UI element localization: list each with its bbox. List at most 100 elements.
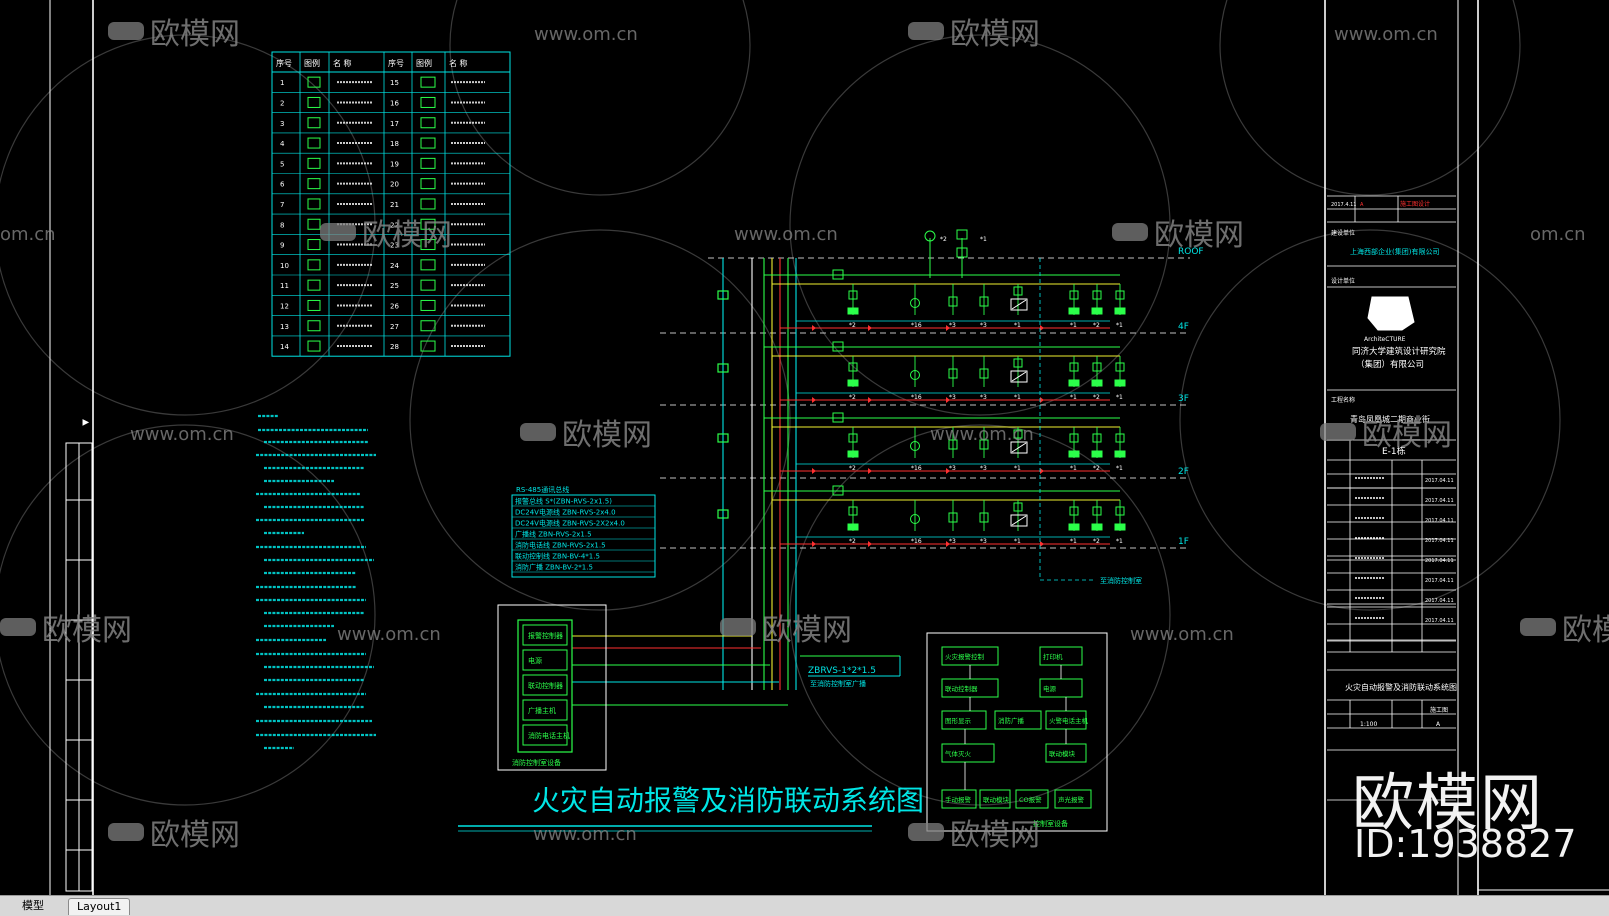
cable-legend: RS-485通讯总线 报警总线 S*(ZBN-RVS-2x1.5)DC24V电源…: [511, 485, 656, 578]
legend-symbol: [420, 178, 436, 190]
watermark-brand: 欧模网: [1154, 218, 1244, 253]
tb-staff-date: 2017.04.11: [1425, 518, 1454, 524]
device-count: *1: [1116, 394, 1123, 401]
tongji-logo-icon: [1367, 296, 1415, 331]
panel-box: [1054, 789, 1092, 809]
speaker-icon: [1010, 441, 1028, 454]
cabinet-module-label: 联动控制器: [528, 681, 563, 690]
device-count: *2: [849, 322, 856, 329]
tb-designer-name-2: （集团）有限公司: [1356, 359, 1424, 370]
tb-client-label: 建设单位: [1331, 229, 1355, 237]
watermark-site: www.om.cn: [130, 424, 234, 445]
device-count: *16: [911, 322, 922, 329]
legend-row-number: 19: [390, 160, 399, 168]
alarm-device-icon: [1068, 450, 1080, 458]
legend-symbol: [307, 117, 321, 129]
legend-symbol: [420, 299, 436, 311]
alarm-device-icon: [1091, 379, 1103, 387]
panel-box-label: 图形显示: [945, 717, 972, 725]
legend-row-number: 23: [390, 242, 399, 250]
legend-row-number: 4: [280, 140, 285, 148]
cable-legend-header: RS-485通讯总线: [516, 485, 569, 494]
tab-model[interactable]: 模型: [14, 898, 52, 914]
legend-symbol: [420, 239, 436, 251]
device-count: *3: [949, 538, 956, 545]
tab-layout1[interactable]: Layout1: [68, 898, 131, 915]
legend-symbol: [420, 96, 436, 108]
tb-staff-date: 2017.04.11: [1425, 558, 1454, 564]
watermark-sofa-icon: [320, 223, 356, 241]
legend-symbol: [307, 320, 321, 332]
panel-box-label: 电源: [1043, 684, 1057, 693]
cabinet-module-label: 报警控制器: [528, 631, 563, 640]
control-room-footer: 消防控制室设备: [512, 758, 561, 767]
legend-row-number: 16: [390, 99, 399, 107]
module-icon: [1013, 286, 1023, 296]
alarm-device-icon: [1091, 307, 1103, 315]
floor-label: 3F: [1178, 394, 1189, 404]
legend-symbol: [307, 178, 321, 190]
equipment-panel-footer: 控制室设备: [1033, 819, 1068, 828]
panel-box: [994, 710, 1042, 730]
device-count: *16: [911, 538, 922, 545]
device-count: *2: [849, 538, 856, 545]
equipment-panel: 火灾报警控制打印机联动控制器电源图形显示消防广播火警电话主机气体灭火联动模块手动…: [926, 632, 1108, 832]
watermark-brand-large: 欧模网: [1352, 766, 1545, 839]
device-count: *1: [1070, 465, 1077, 472]
panel-box-label: 消防广播: [998, 716, 1025, 725]
device-count: *2: [1093, 394, 1100, 401]
module-icon: [848, 433, 858, 443]
watermark-brand: 欧模网: [950, 818, 1040, 853]
legend-symbol: [420, 76, 436, 88]
device-count: *16: [911, 465, 922, 472]
module-icon: [1092, 362, 1102, 372]
legend-row-number: 24: [390, 262, 399, 270]
manual-alarm-icon: [979, 439, 989, 450]
legend-symbol: [307, 76, 321, 88]
module-icon: [1115, 362, 1125, 372]
watermark-circles: [0, 0, 1561, 806]
panel-box: [941, 710, 987, 730]
legend-row-number: 1: [280, 79, 284, 87]
cabinet-module-label: 消防电话主机: [528, 731, 570, 740]
module-icon: [1069, 362, 1079, 372]
alarm-device-icon: [1114, 450, 1126, 458]
device-count: *1: [1070, 322, 1077, 329]
watermark-sofa-icon: [908, 22, 944, 40]
cable-legend-row: 报警总线 S*(ZBN-RVS-2x1.5): [515, 497, 612, 506]
device-count: *2: [940, 236, 947, 243]
alarm-device-icon: [1091, 450, 1103, 458]
legend-row-number: 21: [390, 201, 399, 209]
tb-scale: 1:100: [1360, 721, 1377, 728]
cabinet-module: [522, 724, 568, 746]
legend-row-number: 14: [280, 343, 289, 351]
alarm-device-icon: [1068, 307, 1080, 315]
to-control-room-text: 至消防控制室: [1100, 576, 1142, 585]
legend-symbol: [420, 137, 436, 149]
manual-alarm-icon: [948, 512, 958, 523]
smoke-detector-icon: [910, 441, 920, 451]
module-icon: [1092, 433, 1102, 443]
manual-alarm-icon: [979, 296, 989, 307]
panel-box: [941, 789, 977, 809]
legend-row-number: 15: [390, 79, 399, 87]
legend-symbol: [420, 320, 436, 332]
watermark-id: ID:1938827: [1354, 822, 1577, 866]
watermark-brand: 欧模网: [762, 613, 852, 648]
module-icon: [848, 506, 858, 516]
module-icon: [956, 247, 968, 258]
speaker-icon: [1010, 370, 1028, 383]
tb-subitem: E-1栋: [1382, 445, 1406, 457]
alarm-device-icon: [847, 450, 859, 458]
watermark-site: om.cn: [0, 224, 56, 245]
alarm-device-icon: [847, 307, 859, 315]
module-icon: [1069, 433, 1079, 443]
tb-staff-date: 2017.04.11: [1425, 478, 1454, 484]
watermark-sofa-icon: [1520, 618, 1556, 636]
watermark-sofa-icon: [520, 423, 556, 441]
watermark-brand: 欧模网: [150, 818, 240, 853]
legend-row-number: 20: [390, 181, 399, 189]
floor-label: 1F: [1178, 537, 1189, 547]
watermark-site: www.om.cn: [337, 624, 441, 645]
